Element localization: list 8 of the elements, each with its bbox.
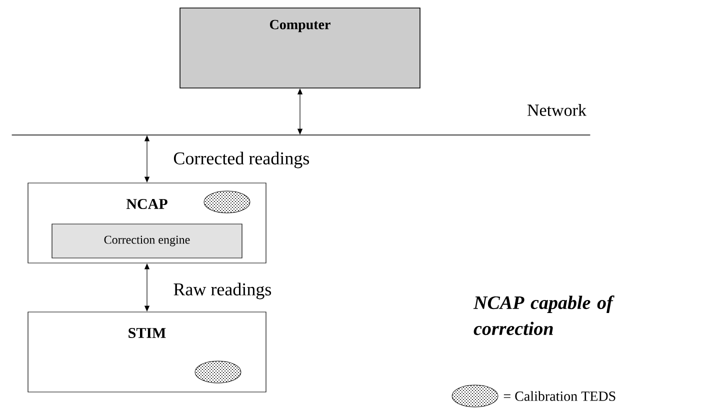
legend-text: = Calibration TEDS bbox=[504, 391, 616, 401]
network-label: Network bbox=[527, 104, 586, 116]
computer-box: Computer bbox=[180, 8, 420, 88]
edge-label: Corrected readings bbox=[174, 152, 310, 168]
engine-box: Correction engine bbox=[52, 224, 242, 258]
edge-label: Raw readings bbox=[174, 282, 272, 300]
module-box: STIM bbox=[28, 312, 266, 392]
note-text: NCAP capable of correction bbox=[473, 296, 614, 336]
